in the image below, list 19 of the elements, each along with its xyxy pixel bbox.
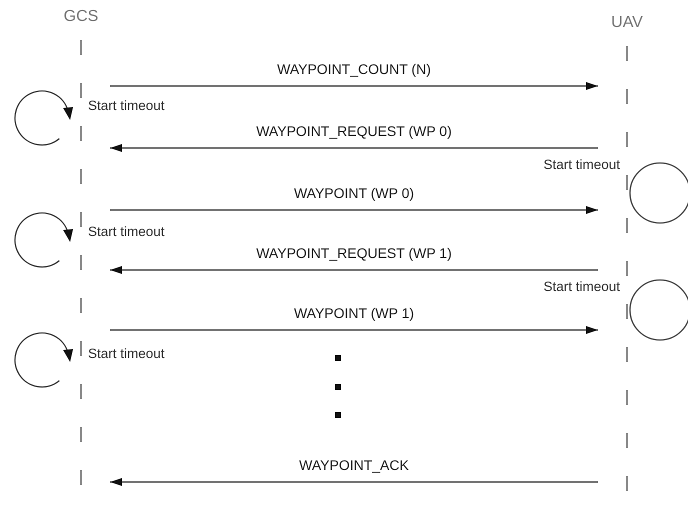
timeout-note: Start timeout [88, 346, 165, 361]
arrow [110, 478, 598, 486]
participant-label: GCS [62, 8, 100, 26]
arrow [110, 206, 598, 214]
arrow [110, 266, 598, 274]
message-label: WAYPOINT (WP 0) [292, 185, 416, 201]
message-label: WAYPOINT_COUNT (N) [275, 61, 433, 77]
timeout-note: Start timeout [88, 224, 165, 239]
arrow [110, 326, 598, 334]
message-label: WAYPOINT_REQUEST (WP 0) [254, 123, 454, 139]
participant-label: UAV [610, 14, 644, 32]
timeout-note: Start timeout [543, 279, 620, 294]
message-label: WAYPOINT (WP 1) [292, 305, 416, 321]
message-label: WAYPOINT_ACK [297, 457, 411, 473]
timeout-note: Start timeout [88, 98, 165, 113]
timeout-note: Start timeout [543, 157, 620, 172]
arrow [110, 82, 598, 90]
message-label: WAYPOINT_REQUEST (WP 1) [254, 245, 454, 261]
arrow [110, 144, 598, 152]
